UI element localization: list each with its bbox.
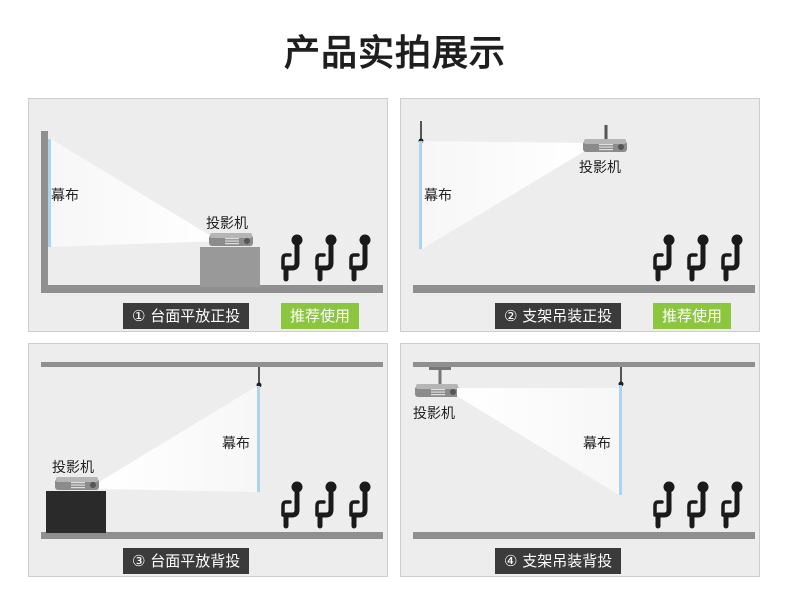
projector-icon <box>209 233 253 246</box>
seat-icon <box>689 235 709 280</box>
seat-icon <box>655 482 675 527</box>
ceiling-mount <box>429 367 451 370</box>
mode-caption: ④ 支架吊装背投 <box>495 548 622 574</box>
projector-label: 投影机 <box>206 216 248 232</box>
scene-tabletop-front <box>41 131 383 293</box>
ceiling <box>413 362 755 367</box>
projector-icon <box>55 477 99 490</box>
seat-icon <box>723 482 743 527</box>
screen-label: 幕布 <box>583 436 611 452</box>
light-beam <box>457 388 619 495</box>
mode-caption: ② 支架吊装正投 <box>495 303 622 329</box>
seat-icon <box>689 482 709 527</box>
seat-icon <box>317 235 337 280</box>
floor <box>413 285 755 293</box>
seat-icon <box>723 235 743 280</box>
projector-icon <box>415 384 459 397</box>
projector-label: 投影机 <box>579 160 621 176</box>
seat-icon <box>351 482 371 527</box>
seat-icon <box>317 482 337 527</box>
floor <box>41 532 383 539</box>
projector-icon <box>583 139 627 152</box>
seat-icon <box>655 235 675 280</box>
mode-caption: ① 台面平放正投 <box>123 303 250 329</box>
screen <box>257 386 260 492</box>
wall <box>41 131 48 293</box>
projector-label: 投影机 <box>52 460 94 476</box>
scene-tabletop-rear <box>41 362 383 539</box>
mode-caption: ③ 台面平放背投 <box>123 548 250 574</box>
seat-icon <box>351 235 371 280</box>
screen <box>419 141 422 249</box>
seat-icon <box>283 235 303 280</box>
panel-ceiling-front: 幕布 投影机 ② 支架吊装正投 推荐使用 <box>400 98 760 332</box>
table <box>200 247 260 287</box>
panel-ceiling-rear: 幕布 投影机 ④ 支架吊装背投 <box>400 343 760 577</box>
screen-label: 幕布 <box>424 188 452 204</box>
table <box>46 491 106 533</box>
screen <box>48 139 51 247</box>
recommend-badge: 推荐使用 <box>281 303 360 329</box>
light-beam <box>51 139 219 247</box>
floor <box>413 532 755 539</box>
ceiling <box>41 362 383 367</box>
projector-label: 投影机 <box>413 406 455 422</box>
light-beam <box>422 141 585 249</box>
seat-icon <box>283 482 303 527</box>
floor <box>41 285 383 293</box>
panel-tabletop-rear: 幕布 投影机 ③ 台面平放背投 <box>28 343 388 577</box>
scene-ceiling-front <box>413 121 755 293</box>
screen-label: 幕布 <box>51 188 79 204</box>
light-beam <box>99 386 257 492</box>
recommend-badge: 推荐使用 <box>653 303 732 329</box>
screen <box>619 385 622 495</box>
page-title: 产品实拍展示 <box>283 33 506 74</box>
panel-tabletop-front: 幕布 投影机 ① 台面平放正投 推荐使用 <box>28 98 388 332</box>
scene-ceiling-rear <box>413 362 755 539</box>
screen-label: 幕布 <box>222 436 250 452</box>
